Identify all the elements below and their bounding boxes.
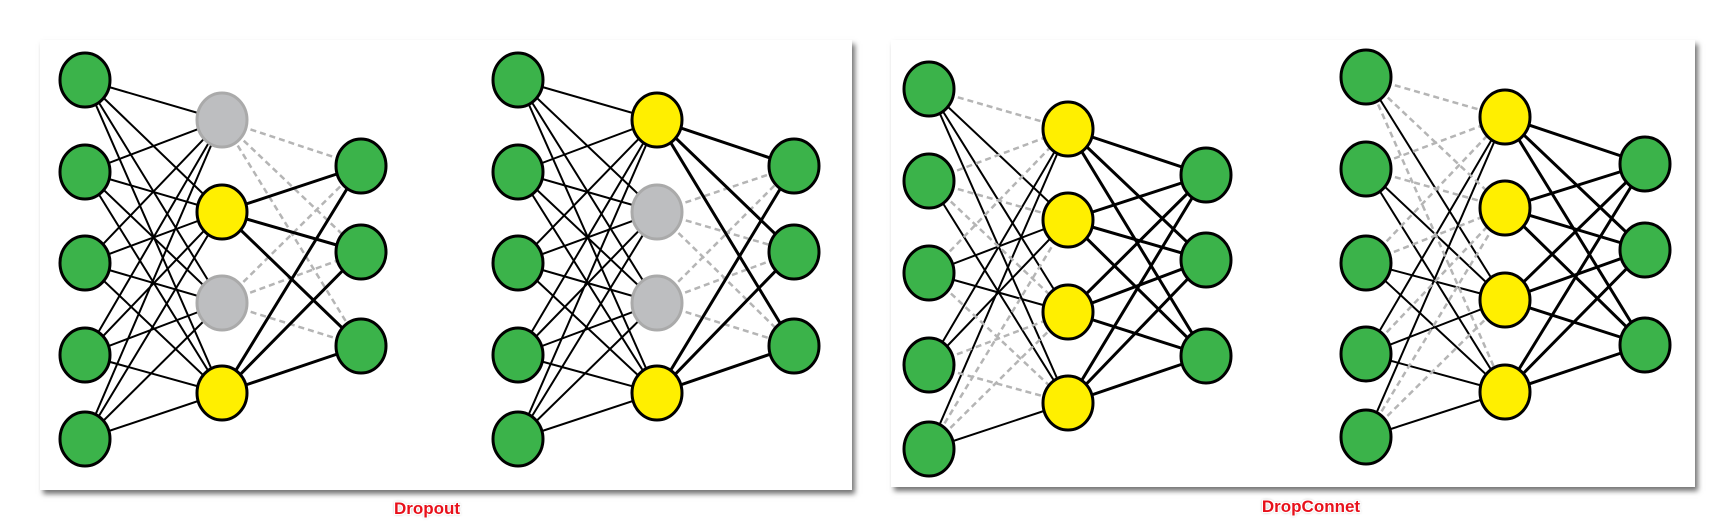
input-neuron <box>491 143 545 201</box>
connection <box>1503 248 1647 394</box>
connection <box>1066 258 1208 405</box>
dropout-caption: Dropout <box>393 499 461 518</box>
input-neuron <box>1339 325 1393 383</box>
connection <box>1503 115 1647 252</box>
dropped-connection <box>221 119 362 253</box>
connection <box>517 119 658 440</box>
input-neuron <box>491 234 545 292</box>
connection <box>517 211 658 356</box>
hidden-neuron <box>1478 179 1532 237</box>
connection <box>220 250 363 395</box>
input-neuron <box>58 143 112 201</box>
connection <box>84 211 223 440</box>
input-neuron <box>902 336 956 394</box>
connection <box>84 119 223 264</box>
dropped-hidden-neuron <box>630 183 684 241</box>
connection <box>1503 163 1647 393</box>
input-neuron <box>58 234 112 292</box>
connection <box>1503 162 1647 302</box>
dropped-connection <box>927 219 1070 450</box>
hidden-neuron <box>1478 88 1532 146</box>
output-neuron <box>334 223 388 281</box>
input-neuron <box>1339 140 1393 198</box>
connection <box>517 302 658 440</box>
connection <box>517 211 658 440</box>
dropped-connection <box>1365 116 1506 264</box>
input-neuron <box>491 51 545 109</box>
dropped-connection <box>221 165 362 304</box>
input-neuron <box>902 244 956 302</box>
output-neuron <box>1618 221 1672 279</box>
input-neuron <box>491 410 545 468</box>
dropped-connection <box>928 311 1069 450</box>
connection <box>928 219 1069 366</box>
input-neuron <box>902 420 956 478</box>
input-neuron <box>902 152 956 210</box>
hidden-neuron <box>1478 363 1532 421</box>
hidden-neuron <box>1041 100 1095 158</box>
output-neuron <box>1618 316 1672 374</box>
input-neuron <box>58 326 112 384</box>
connection <box>84 211 223 356</box>
dropped-connection <box>656 165 795 304</box>
connection <box>84 302 223 440</box>
connection <box>1066 127 1208 262</box>
input-neuron <box>491 326 545 384</box>
connection <box>655 165 796 394</box>
input-neuron <box>58 51 112 109</box>
output-neuron <box>1618 135 1672 193</box>
dropped-connection <box>1364 207 1507 438</box>
connection <box>655 250 796 395</box>
connection <box>655 118 796 254</box>
connection <box>517 119 658 264</box>
connection <box>655 119 796 347</box>
output-neuron <box>334 137 388 195</box>
hidden-neuron <box>195 364 249 422</box>
input-neuron <box>58 410 112 468</box>
hidden-neuron <box>1041 374 1095 432</box>
hidden-neuron <box>630 91 684 149</box>
hidden-neuron <box>1041 283 1095 341</box>
connection <box>220 165 363 394</box>
input-neuron <box>1339 234 1393 292</box>
input-neuron <box>1339 408 1393 466</box>
output-neuron <box>1179 146 1233 204</box>
input-neuron <box>1339 48 1393 106</box>
dropconnect-caption: DropConnet <box>1261 497 1361 516</box>
connection <box>84 119 223 440</box>
dropout-panel <box>40 40 852 490</box>
dropped-hidden-neuron <box>195 91 249 149</box>
connection <box>1066 173 1208 314</box>
output-neuron <box>1179 231 1233 289</box>
output-neuron <box>767 137 821 195</box>
connection <box>1365 116 1506 438</box>
connection <box>1066 174 1208 404</box>
hidden-neuron <box>1041 191 1095 249</box>
dropped-hidden-neuron <box>630 274 684 332</box>
input-neuron <box>902 60 956 118</box>
hidden-neuron <box>630 364 684 422</box>
dropped-connection <box>928 180 1069 313</box>
dropped-connection <box>928 128 1069 274</box>
dropped-hidden-neuron <box>195 274 249 332</box>
connection <box>928 128 1069 450</box>
hidden-neuron <box>1478 271 1532 329</box>
dropped-connection <box>1365 207 1506 355</box>
connection <box>517 119 658 356</box>
hidden-neuron <box>195 183 249 241</box>
output-neuron <box>1179 327 1233 385</box>
output-neuron <box>767 317 821 375</box>
output-neuron <box>334 317 388 375</box>
output-neuron <box>767 223 821 281</box>
dropped-connection <box>1365 299 1506 438</box>
connection <box>84 119 223 356</box>
